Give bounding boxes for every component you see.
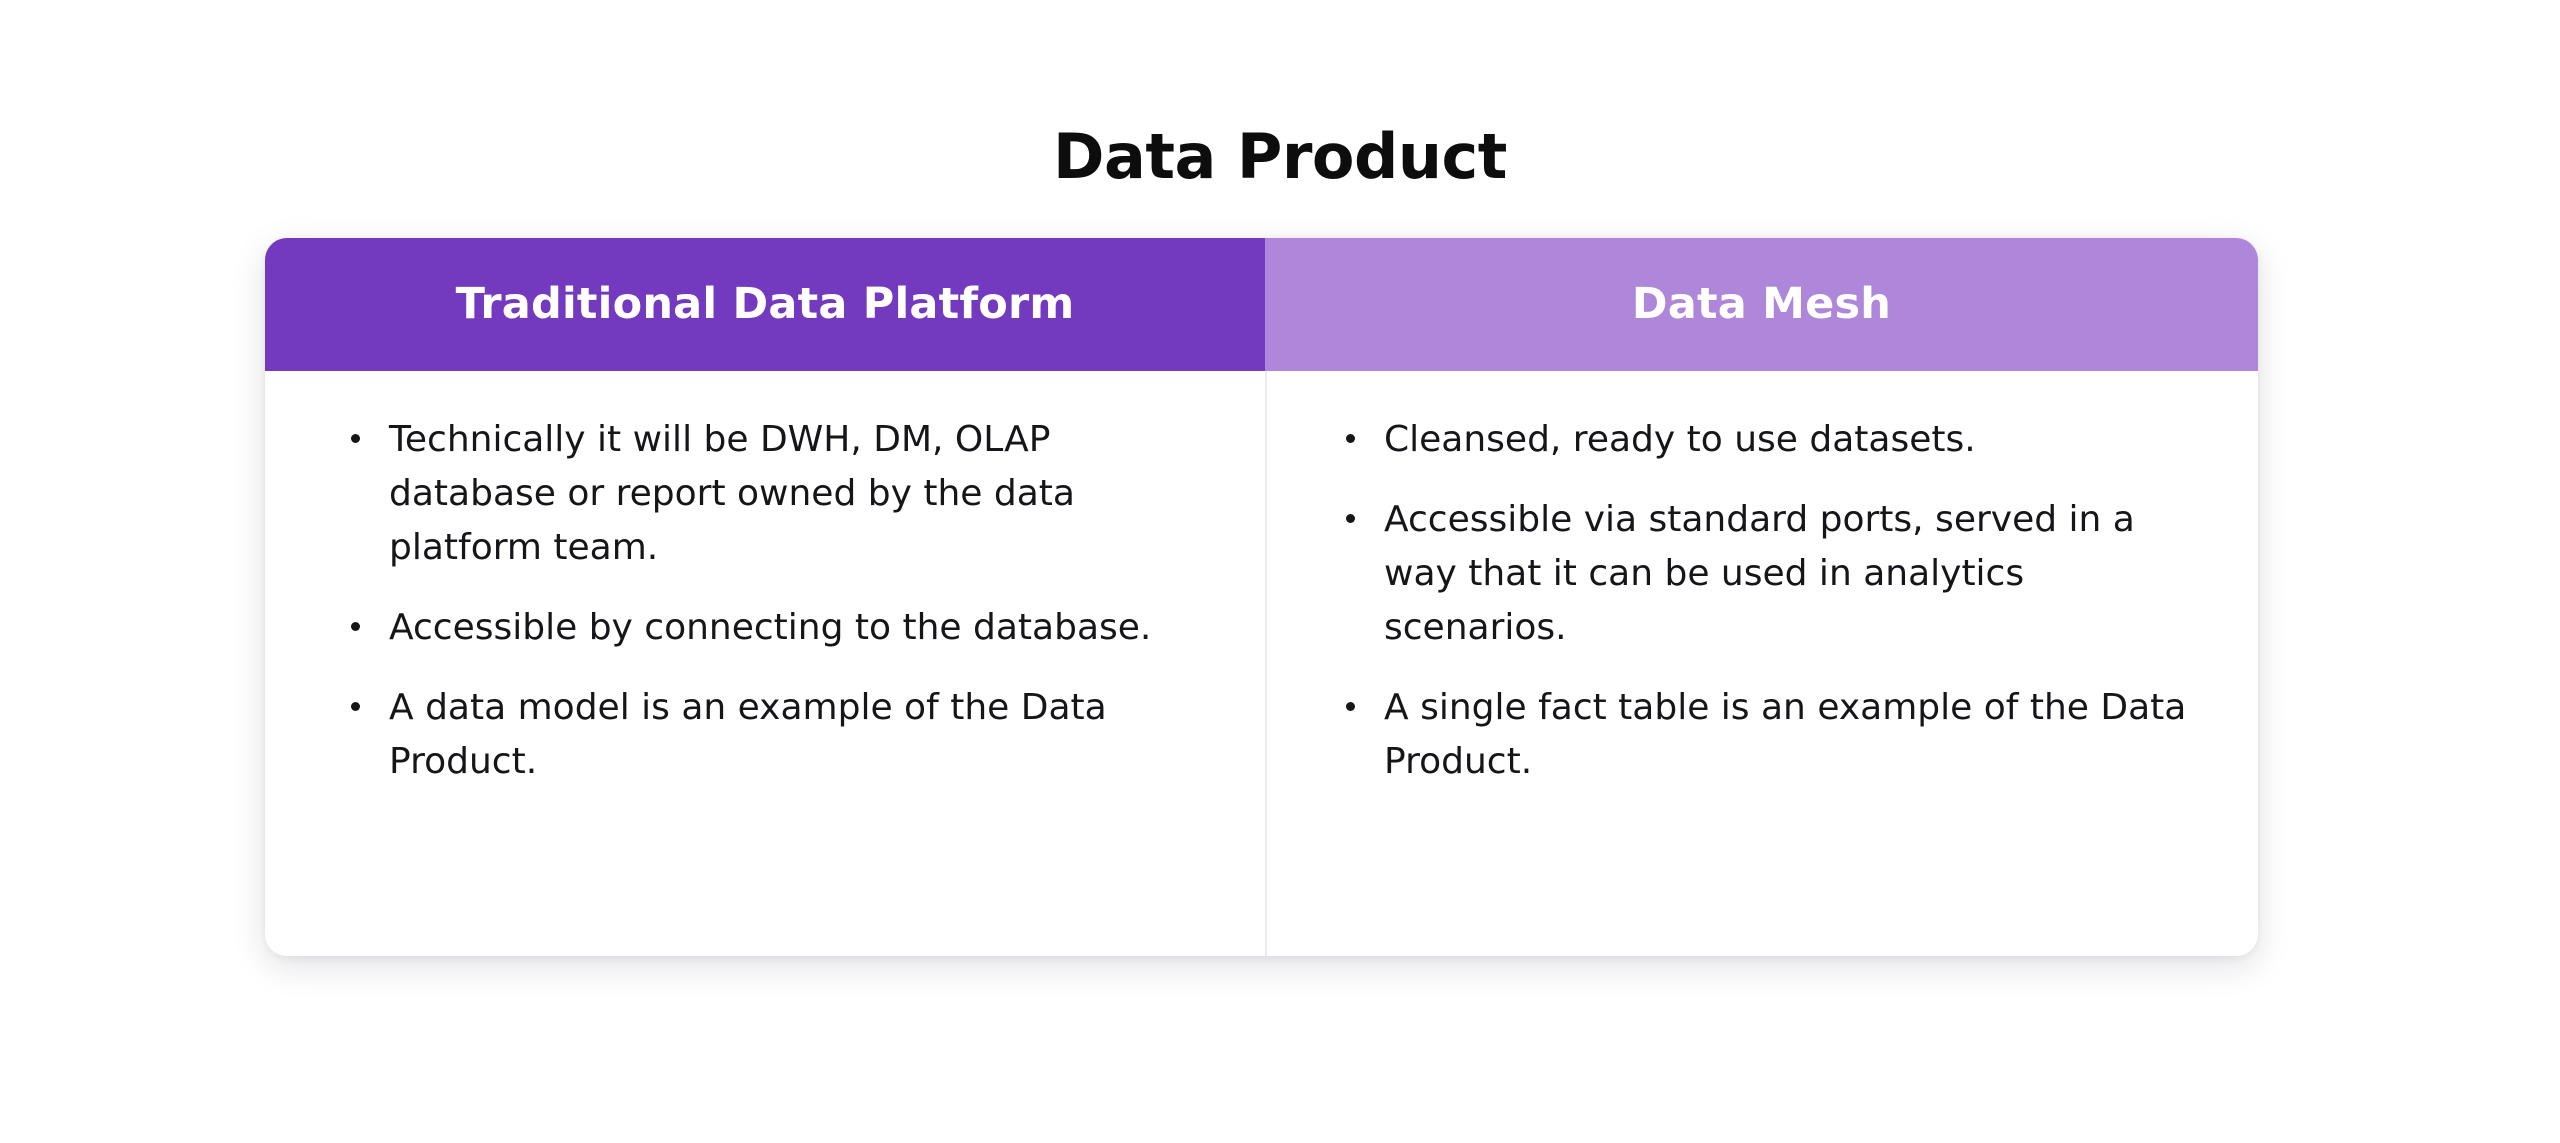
- comparison-body-row: Technically it will be DWH, DM, OLAP dat…: [265, 371, 2258, 956]
- column-header-data-mesh: Data Mesh: [1265, 238, 2258, 371]
- list-item-label: Accessible by connecting to the database…: [389, 607, 1152, 648]
- bullet-dot-icon: [351, 434, 360, 443]
- bullet-dot-icon: [1346, 702, 1355, 711]
- comparison-header-row: Traditional Data Platform Data Mesh: [265, 238, 2258, 371]
- list-item: A data model is an example of the Data P…: [345, 681, 1205, 789]
- comparison-card: Traditional Data Platform Data Mesh Tech…: [265, 238, 2258, 956]
- list-item: A single fact table is an example of the…: [1340, 681, 2188, 789]
- list-item-label: A single fact table is an example of the…: [1384, 687, 2187, 782]
- list-item-label: Technically it will be DWH, DM, OLAP dat…: [389, 419, 1075, 568]
- bullet-dot-icon: [1346, 434, 1355, 443]
- column-body-traditional-data-platform: Technically it will be DWH, DM, OLAP dat…: [265, 371, 1265, 956]
- bullet-dot-icon: [351, 702, 360, 711]
- page-title: Data Product: [1053, 119, 1507, 193]
- list-item-label: Accessible via standard ports, served in…: [1384, 499, 2135, 648]
- list-item: Technically it will be DWH, DM, OLAP dat…: [345, 413, 1205, 575]
- list-item: Accessible via standard ports, served in…: [1340, 493, 2188, 655]
- list-item: Cleansed, ready to use datasets.: [1340, 413, 2188, 467]
- column-body-data-mesh: Cleansed, ready to use datasets. Accessi…: [1265, 371, 2258, 956]
- bullet-list-data-mesh: Cleansed, ready to use datasets. Accessi…: [1340, 413, 2188, 789]
- bullet-dot-icon: [1346, 514, 1355, 523]
- list-item-label: A data model is an example of the Data P…: [389, 687, 1107, 782]
- column-header-traditional-data-platform: Traditional Data Platform: [265, 238, 1265, 371]
- bullet-dot-icon: [351, 622, 360, 631]
- bullet-list-traditional-data-platform: Technically it will be DWH, DM, OLAP dat…: [345, 413, 1205, 789]
- list-item: Accessible by connecting to the database…: [345, 601, 1205, 655]
- list-item-label: Cleansed, ready to use datasets.: [1384, 419, 1976, 460]
